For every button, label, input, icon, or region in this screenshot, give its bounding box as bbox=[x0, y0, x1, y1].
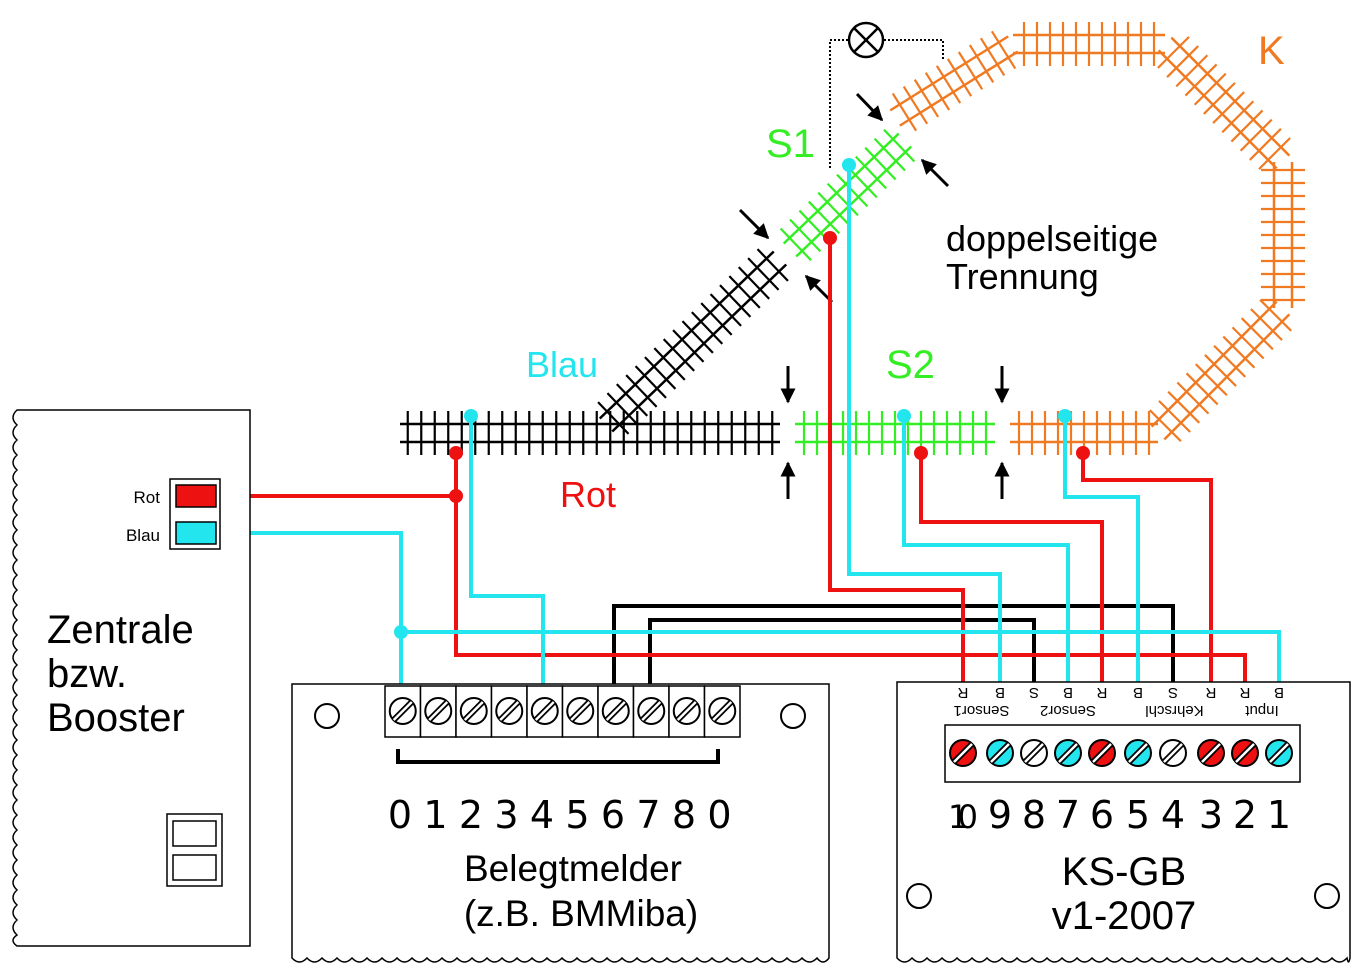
ksgb-number: 9 bbox=[988, 793, 1012, 837]
k-loop-track-3 bbox=[1261, 162, 1305, 308]
blau-label: Blau bbox=[526, 344, 598, 385]
ksgb-number: 6 bbox=[1090, 793, 1114, 837]
k-label: K bbox=[1258, 29, 1285, 73]
ksgb-title-line1: KS-GB bbox=[1062, 850, 1186, 894]
ksgb-number: 7 bbox=[1056, 793, 1080, 837]
separation-label-line1: doppelseitige bbox=[946, 218, 1158, 259]
belegtmelder-terminal-block bbox=[384, 685, 741, 738]
ksgb-terminal-letter: B bbox=[995, 684, 1005, 701]
belegtmelder-title-line1: Belegtmelder bbox=[464, 848, 682, 889]
k-loop-track-1 bbox=[1010, 411, 1158, 455]
belegtmelder-number: 3 bbox=[494, 793, 518, 837]
belegtmelder-number: 1 bbox=[423, 793, 447, 837]
k-loop-track-5 bbox=[1013, 22, 1165, 66]
ksgb-terminal-letter: R bbox=[957, 684, 968, 701]
branch-track bbox=[597, 248, 789, 435]
ksgb-title-line2: v1-2007 bbox=[1052, 894, 1197, 938]
s2-track bbox=[795, 411, 995, 455]
blau-terminal bbox=[175, 521, 217, 545]
ksgb-box: R B S B R B S R R B Sensor1 Sensor2 Kehrschl Input 1… bbox=[896, 681, 1351, 963]
zentrale-title-line1: Zentrale bbox=[47, 608, 194, 652]
ksgb-group-labels: Sensor1 Sensor2 Kehrschl Input bbox=[954, 702, 1279, 719]
ksgb-terminal-letter: S bbox=[1029, 684, 1039, 701]
s1-track bbox=[779, 128, 916, 262]
ksgb-terminal-letter: B bbox=[1274, 684, 1284, 701]
belegtmelder-number: 2 bbox=[459, 793, 483, 837]
separation-arrows bbox=[738, 92, 1010, 499]
ksgb-number: 5 bbox=[1126, 793, 1150, 837]
ksgb-terminal-letter: R bbox=[1096, 684, 1107, 701]
cyan-wires bbox=[218, 165, 1281, 686]
separation-label-line2: Trennung bbox=[946, 256, 1099, 297]
ksgb-terminal-block bbox=[949, 739, 1293, 767]
zentrale-booster-box: Rot Blau Zentrale bzw. Booster bbox=[12, 409, 251, 947]
belegtmelder-number: 7 bbox=[636, 793, 660, 837]
rot-label: Rot bbox=[560, 474, 616, 515]
track-layout bbox=[400, 22, 1305, 455]
ksgb-number: 8 bbox=[1022, 793, 1046, 837]
k-loop-track-2 bbox=[1149, 299, 1292, 442]
indicator-lamp bbox=[829, 21, 944, 168]
belegtmelder-number: 4 bbox=[530, 793, 554, 837]
wire-junctions bbox=[394, 158, 1090, 639]
belegtmelder-number: 6 bbox=[601, 793, 625, 837]
ksgb-number: 3 bbox=[1199, 793, 1223, 837]
belegtmelder-number: 0 bbox=[388, 793, 412, 837]
ksgb-number: 10 bbox=[948, 798, 978, 836]
belegtmelder-title-line2: (z.B. BMMiba) bbox=[464, 893, 698, 934]
s1-label: S1 bbox=[766, 122, 815, 166]
ksgb-number: 2 bbox=[1233, 793, 1257, 837]
rot-terminal bbox=[175, 484, 217, 508]
ksgb-number: 4 bbox=[1161, 793, 1185, 837]
ksgb-group-label: Sensor1 bbox=[954, 702, 1010, 719]
zentrale-port-rot-label: Rot bbox=[134, 488, 161, 507]
ksgb-terminal-letter: S bbox=[1168, 684, 1178, 701]
ksgb-group-label: Sensor2 bbox=[1040, 702, 1096, 719]
belegtmelder-number: 8 bbox=[672, 793, 696, 837]
ksgb-group-label: Input bbox=[1244, 702, 1278, 719]
belegtmelder-number: 0 bbox=[707, 793, 731, 837]
belegtmelder-number: 5 bbox=[565, 793, 589, 837]
k-loop-track-4 bbox=[1157, 36, 1291, 170]
ksgb-terminal-letter: R bbox=[1239, 684, 1250, 701]
k-loop-track-6 bbox=[889, 30, 1019, 132]
red-wires bbox=[218, 238, 1247, 686]
black-wires bbox=[612, 604, 1175, 686]
ksgb-group-label: Kehrschl bbox=[1145, 702, 1203, 719]
zentrale-port-blau-label: Blau bbox=[126, 526, 160, 545]
s2-label: S2 bbox=[886, 343, 935, 387]
zentrale-title-line3: Booster bbox=[47, 696, 185, 740]
ksgb-terminal-letter: B bbox=[1133, 684, 1143, 701]
zentrale-title-line2: bzw. bbox=[47, 652, 127, 696]
ksgb-number: 1 bbox=[1267, 793, 1291, 837]
ksgb-terminal-letter: B bbox=[1063, 684, 1073, 701]
ksgb-terminal-letter: R bbox=[1205, 684, 1216, 701]
